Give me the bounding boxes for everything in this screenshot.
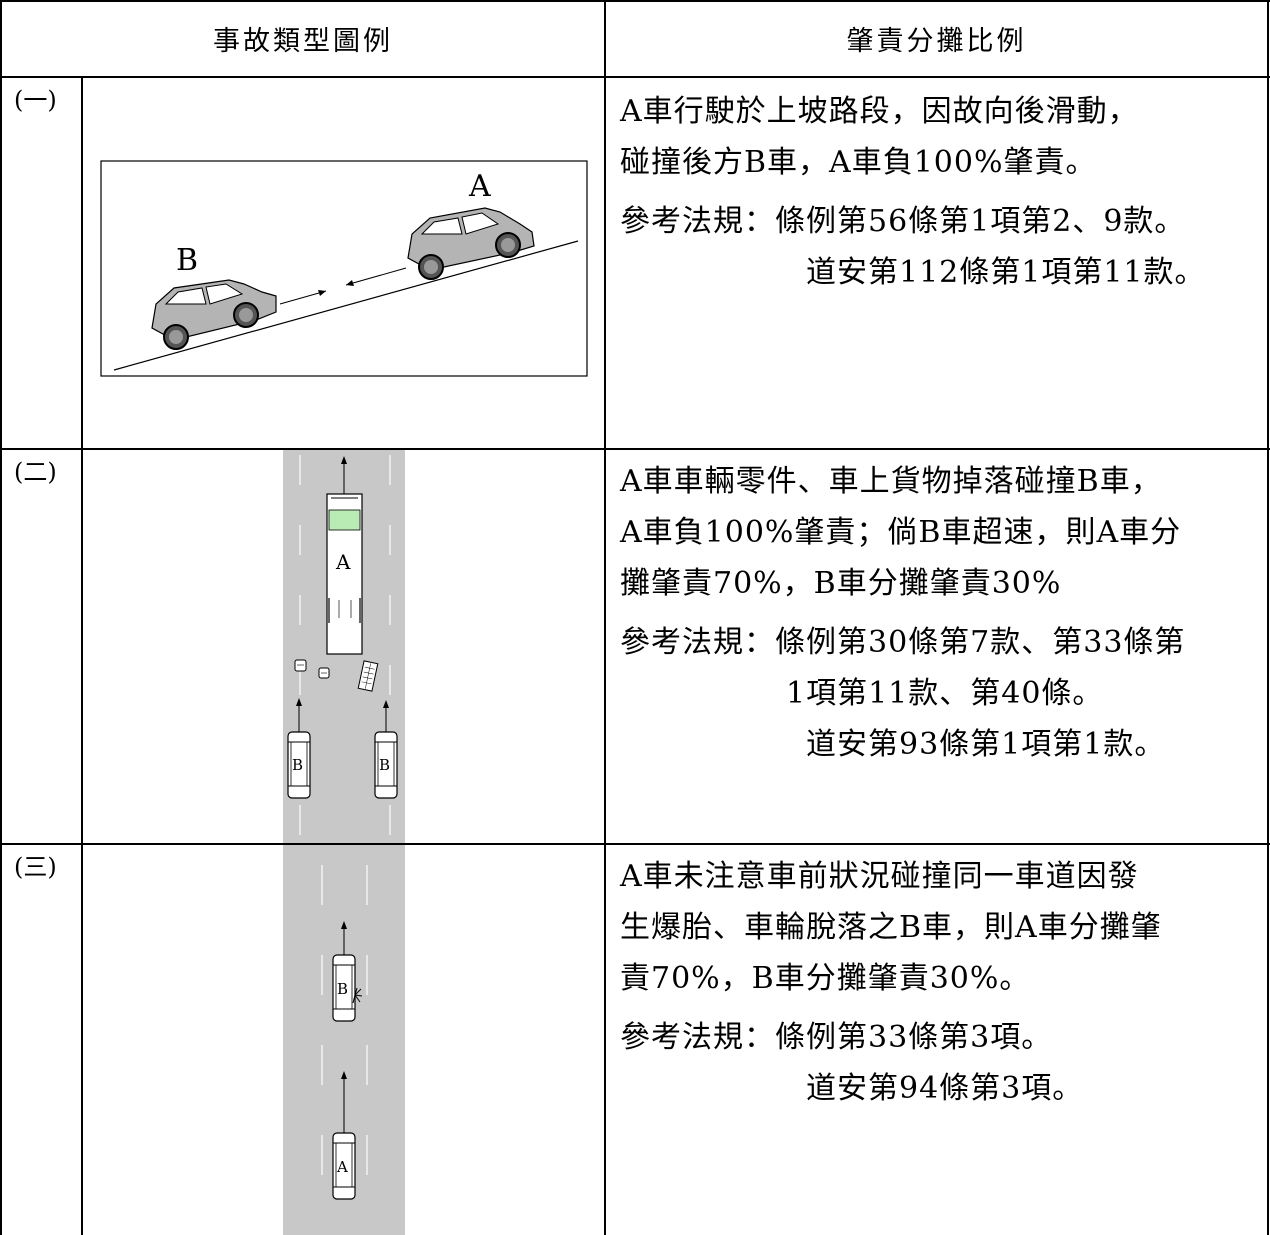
row-divider-2 (0, 843, 1270, 845)
reference-line: 1項第11款、第40條。 (786, 676, 1104, 711)
desc-line: 攤肇責70%，B車分攤肇責30% (620, 566, 1062, 601)
desc-line: 碰撞後方B車，A車負100%肇責。 (620, 145, 1097, 180)
desc-line: A車負100%肇責；倘B車超速，則A車分 (620, 515, 1182, 550)
header-divider (0, 76, 1270, 78)
diagram-falling-cargo: A B B (283, 450, 405, 843)
header-liability-ratio: 肇責分攤比例 (846, 25, 1027, 57)
car-a-icon (407, 207, 535, 280)
reference-line: 參考法規：條例第30條第7款、第33條第 (620, 625, 1186, 660)
vehicle-b-label: B (337, 980, 348, 998)
falling-debris-icon (294, 659, 379, 692)
table-border-top (0, 0, 1270, 2)
case-label-2: (二) (14, 458, 57, 486)
reference-line: 道安第112條第1項第11款。 (806, 255, 1206, 290)
reference-line: 參考法規：條例第56條第1項第2、9款。 (620, 204, 1186, 239)
row-divider-1 (0, 448, 1270, 450)
case-description-2: A車車輛零件、車上貨物掉落碰撞B車， A車負100%肇責；倘B車超速，則A車分 … (620, 456, 1268, 770)
diagram-tire-blowout: B A (283, 845, 405, 1235)
vehicle-b-label: B (292, 756, 303, 774)
reference-block: 參考法規：條例第30條第7款、第33條第 1項第11款、第40條。 道安第93條… (620, 617, 1268, 770)
reference-block: 參考法規：條例第33條第3項。 道安第94條第3項。 (620, 1012, 1268, 1114)
table-border-left (0, 0, 2, 1235)
reference-block: 參考法規：條例第56條第1項第2、9款。 道安第112條第1項第11款。 (620, 196, 1268, 298)
tire-blowout-icon (352, 987, 363, 1004)
case-label-1: (一) (14, 86, 57, 114)
arrow-head (318, 290, 326, 296)
vehicle-a-label: A (335, 550, 351, 574)
desc-line: A車未注意車前狀況碰撞同一車道因發 (620, 859, 1139, 894)
vehicle-a-label: A (468, 169, 491, 204)
label-column-divider (81, 76, 83, 1235)
reference-line: 道安第94條第3項。 (806, 1071, 1084, 1106)
car-b-icon (332, 954, 356, 1022)
car-a-icon (332, 1132, 356, 1200)
case-description-3: A車未注意車前狀況碰撞同一車道因發 生爆胎、車輪脫落之B車，則A車分攤肇 責70… (620, 851, 1268, 1114)
header-accident-type: 事故類型圖例 (213, 25, 393, 57)
vehicle-b-label: B (379, 756, 390, 774)
car-b-icon (151, 279, 277, 350)
desc-line: 責70%，B車分攤肇責30%。 (620, 961, 1031, 996)
slope-line (113, 240, 579, 371)
case-label-3: (三) (14, 853, 57, 881)
car-b-icon (287, 731, 311, 799)
column-divider (604, 0, 606, 1235)
car-b-icon (374, 731, 398, 799)
desc-line: A車車輛零件、車上貨物掉落碰撞B車， (620, 464, 1162, 499)
case-description-1: A車行駛於上坡路段，因故向後滑動， 碰撞後方B車，A車負100%肇責。 參考法規… (620, 86, 1268, 298)
bus-a-icon (326, 493, 363, 655)
table-border-right (1267, 0, 1269, 1235)
diagram-uphill-rollback: A B (100, 160, 588, 377)
vehicle-a-label: A (336, 1158, 348, 1176)
desc-line: 生爆胎、車輪脫落之B車，則A車分攤肇 (620, 910, 1162, 945)
reference-line: 參考法規：條例第33條第3項。 (620, 1020, 1053, 1055)
vehicle-b-label: B (176, 243, 198, 278)
desc-line: A車行駛於上坡路段，因故向後滑動， (620, 94, 1139, 129)
reference-line: 道安第93條第1項第1款。 (806, 727, 1166, 762)
